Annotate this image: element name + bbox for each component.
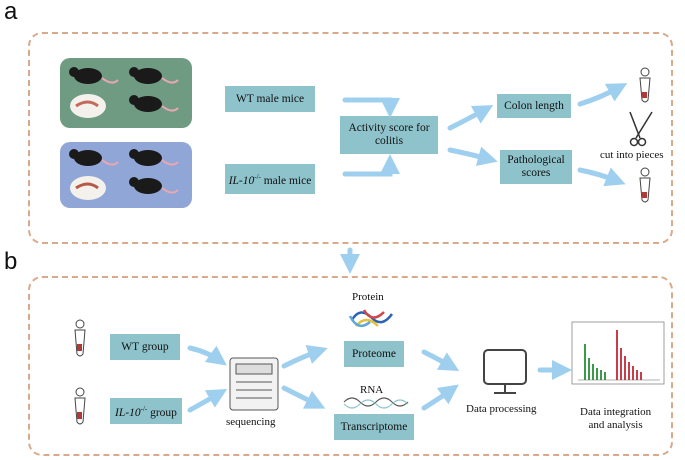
rna-strand-icon xyxy=(343,397,409,409)
arrow-activity-to-colon xyxy=(447,105,494,131)
data-processing-label: Data processing xyxy=(466,403,537,415)
wt-mice-image xyxy=(60,58,192,128)
arrow-wt-to-activity xyxy=(342,97,400,118)
activity-score-box: Activity score for colitis xyxy=(340,116,438,154)
tube-icon-il10-group xyxy=(74,387,86,425)
arrow-il10-to-activity xyxy=(342,154,400,177)
tube-icon-top xyxy=(639,67,651,103)
colon-length-box: Colon length xyxy=(497,94,571,118)
arrow-pathological-to-tube xyxy=(577,167,626,187)
arrow-activity-to-pathological xyxy=(447,146,498,166)
il10-mice-image xyxy=(60,142,192,208)
tube-icon-wt-group xyxy=(74,319,86,357)
transcriptome-box: Transcriptome xyxy=(334,414,414,440)
panel-letter-a: a xyxy=(4,0,18,25)
arrow-colon-to-tube xyxy=(577,83,628,107)
proteome-box: Proteome xyxy=(344,341,404,367)
scissors-icon xyxy=(629,111,653,147)
monitor-icon xyxy=(483,349,527,394)
wt-group-box: WT group xyxy=(110,334,180,360)
arrow-transcriptome-to-processing xyxy=(421,384,459,411)
wt-mice-illustration xyxy=(69,67,179,118)
arrow-wt-to-sequencer xyxy=(187,345,227,366)
il10-mice-illustration xyxy=(69,149,179,200)
protein-structure-icon xyxy=(348,309,394,328)
cut-into-pieces-label: cut into pieces xyxy=(600,149,664,161)
panel-b-frame xyxy=(28,276,673,456)
panel-letter-b: b xyxy=(4,248,18,275)
rna-label: RNA xyxy=(360,384,384,396)
wt-male-mice-box: WT male mice xyxy=(225,86,315,112)
arrow-proteome-to-processing xyxy=(421,349,460,371)
panel-a-frame xyxy=(28,32,673,244)
sequencing-label: sequencing xyxy=(226,416,276,428)
arrow-il10-to-sequencer xyxy=(187,389,228,413)
il10-male-mice-box: IL-10-/- male mice xyxy=(225,164,315,194)
protein-label: Protein xyxy=(352,291,384,303)
sequencer-icon xyxy=(229,357,279,411)
il10-group-box: IL-10-/- group xyxy=(110,398,182,424)
pathological-scores-box: Pathological scores xyxy=(500,150,572,184)
tube-icon-bottom xyxy=(639,167,651,203)
arrow-seq-to-transcriptome xyxy=(281,385,326,409)
arrow-seq-to-proteome xyxy=(281,344,328,369)
analysis-chart-icon xyxy=(571,321,665,385)
